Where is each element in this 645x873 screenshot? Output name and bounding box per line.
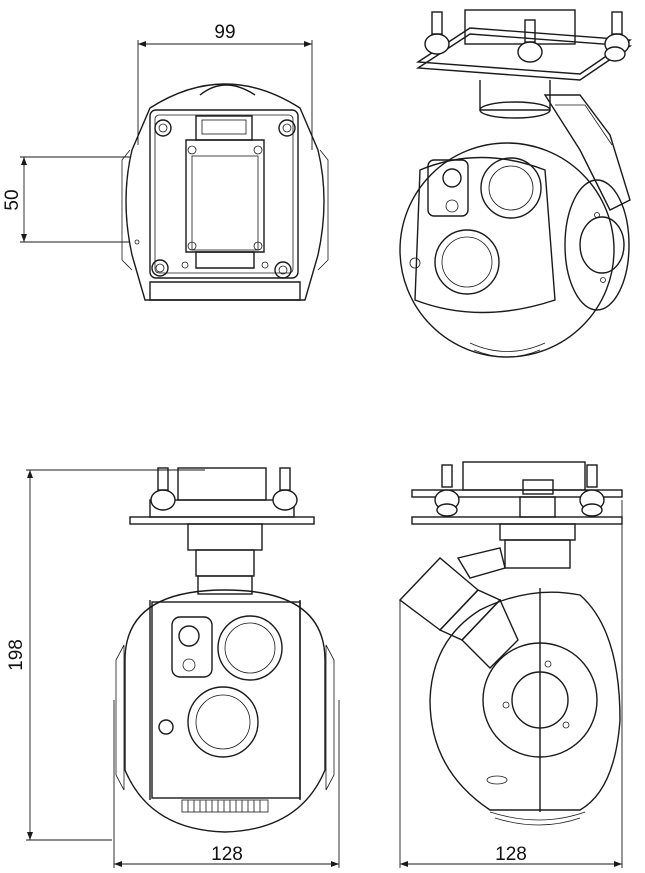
dimension-label-side-128: 128 — [495, 844, 527, 865]
top-view: 99 50 — [2, 22, 329, 301]
isometric-view — [399, 9, 633, 358]
dimension-label-50: 50 — [2, 189, 23, 210]
dimension-label-front-128: 128 — [211, 844, 243, 865]
dimension-label-198: 198 — [6, 639, 27, 671]
side-view: 128 — [398, 461, 623, 868]
dimension-label-99: 99 — [214, 22, 235, 43]
front-view: 198 128 — [6, 467, 340, 868]
